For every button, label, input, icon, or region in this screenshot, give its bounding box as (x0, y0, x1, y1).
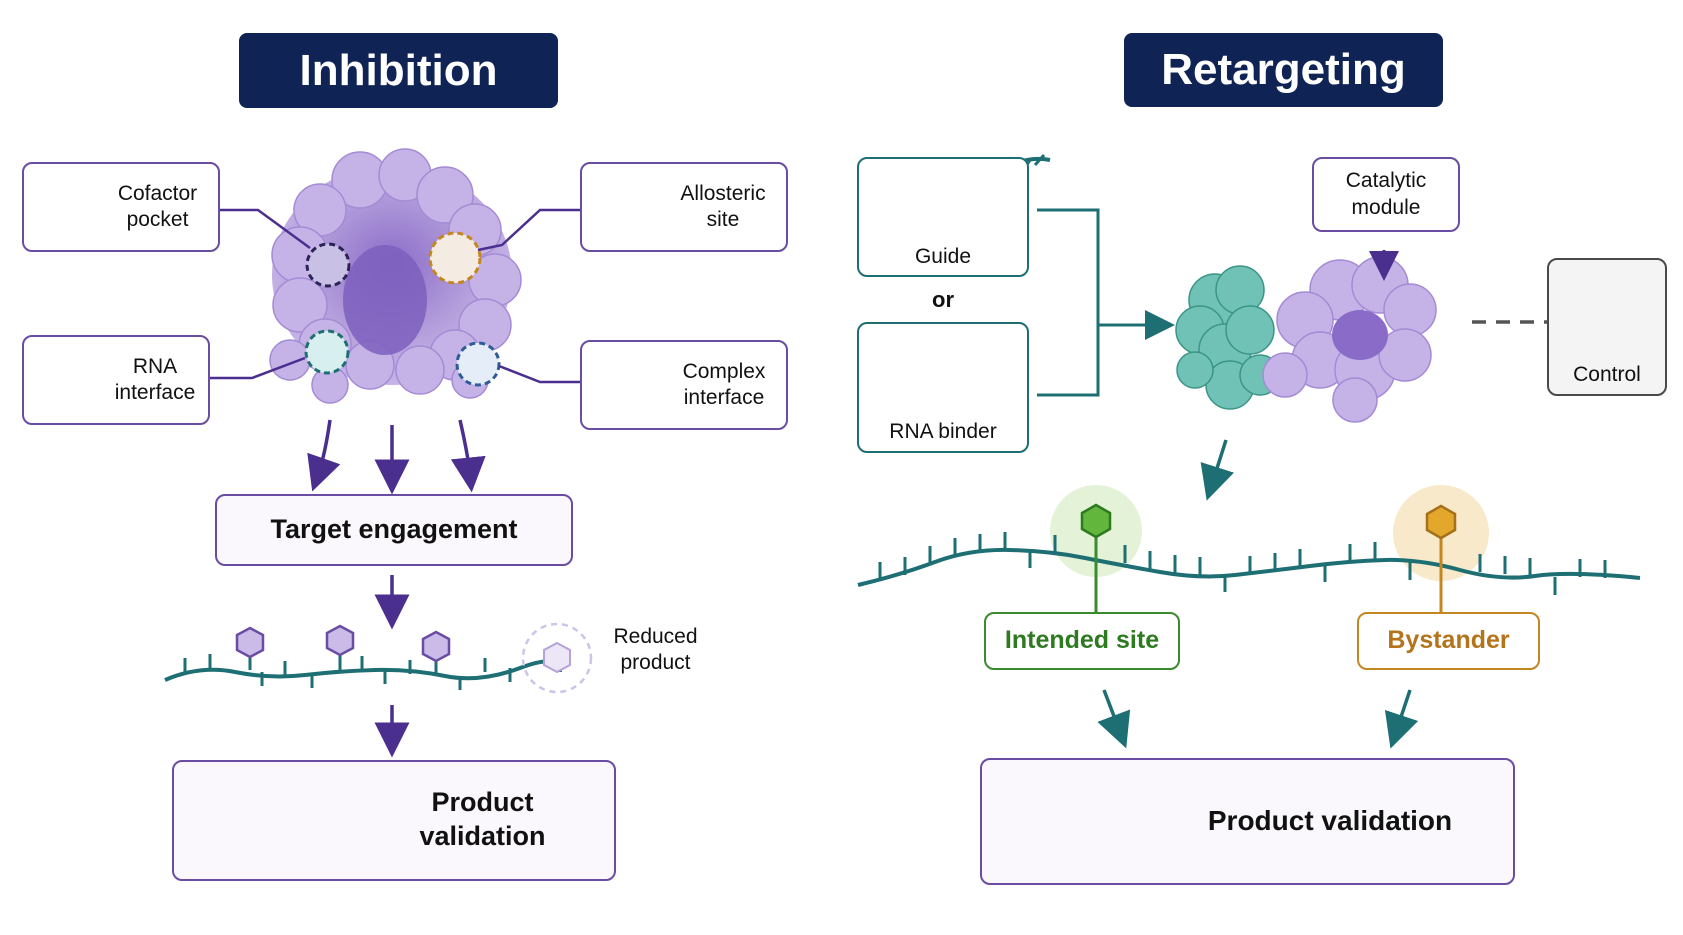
inhibition-validation-box (172, 760, 616, 881)
fusion-protein (1175, 256, 1437, 423)
retargeting-title: Retargeting (1124, 33, 1443, 107)
bystander-box: Bystander (1357, 612, 1540, 670)
guide-label: Guide (914, 244, 972, 268)
rna-binder-label: RNA binder (889, 419, 997, 443)
retargeting-rna-strand (857, 485, 1641, 612)
reduced-product-label: Reduced product (613, 624, 698, 674)
catalytic-module-box: Catalytic module (1312, 157, 1460, 232)
inhibition-validation-label: Product validation (419, 787, 546, 851)
complex-interface-label: Complex interface (682, 359, 766, 409)
cofactor-site-marker (305, 242, 351, 288)
control-label: Control (1573, 362, 1641, 386)
inhibition-rna-strand (164, 622, 593, 694)
allosteric-site-box (580, 162, 788, 252)
or-label: or (932, 287, 954, 313)
guide-box (857, 157, 1029, 277)
allosteric-site-marker (428, 231, 482, 285)
control-box (1547, 258, 1667, 396)
rna-interface-label: RNA interface (114, 354, 196, 404)
intended-site-box: Intended site (984, 612, 1180, 670)
allosteric-site-label: Allosteric site (680, 181, 766, 231)
complex-site-marker (455, 341, 501, 387)
cofactor-pocket-box (22, 162, 220, 252)
complex-interface-box (580, 340, 788, 430)
retargeting-validation-label: Product validation (1207, 804, 1453, 836)
rna-binder-box (857, 322, 1029, 453)
protein-blob (269, 148, 522, 404)
cofactor-pocket-label: Cofactor pocket (117, 181, 198, 231)
retargeting-validation-box (980, 758, 1515, 885)
rna-site-marker (304, 329, 350, 375)
target-engagement-box: Target engagement (215, 494, 573, 566)
inhibition-title: Inhibition (239, 33, 558, 108)
rna-interface-box (22, 335, 210, 425)
